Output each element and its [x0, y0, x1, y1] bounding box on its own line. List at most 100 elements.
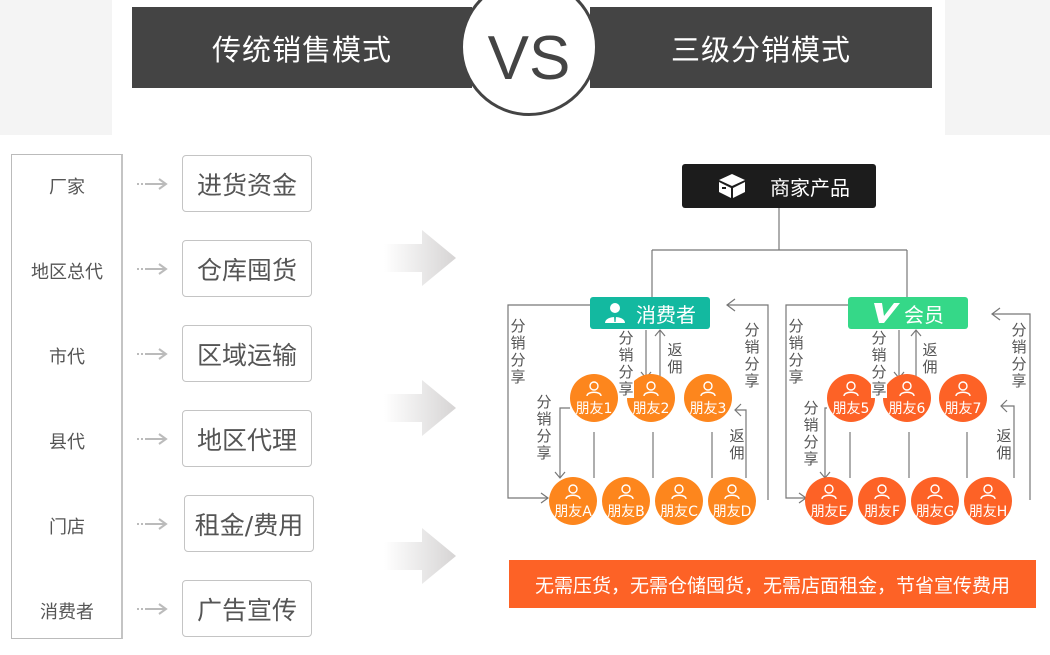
chain-level-label: 门店	[49, 517, 85, 538]
person-outline-icon	[565, 484, 581, 500]
friend-label: 朋友E	[810, 504, 848, 520]
person-outline-icon	[874, 484, 890, 500]
traditional-title-banner: 传统销售模式	[132, 7, 472, 88]
share-label: 分销分享	[618, 329, 634, 398]
cost-item-box: 仓库囤货	[182, 240, 312, 297]
rebate-label: 返佣	[667, 341, 683, 376]
friend-label: 朋友1	[575, 401, 613, 417]
dotted-arrow-icon	[137, 178, 168, 190]
cost-item-label: 地区代理	[196, 425, 297, 455]
traditional-title: 传统销售模式	[211, 32, 392, 67]
friend-label: 朋友F	[863, 504, 901, 520]
chain-level-label: 地区总代	[31, 262, 103, 283]
group-head-box: 会员	[848, 297, 968, 329]
friend-label: 朋友C	[660, 504, 698, 520]
dotted-arrow-icon	[137, 348, 168, 360]
person-outline-icon	[899, 381, 915, 397]
friend-node: 朋友H	[964, 477, 1012, 525]
cost-item-box: 租金/费用	[184, 495, 314, 552]
distribution-title-banner: 三级分销模式	[590, 7, 932, 88]
big-arrow-icon	[384, 528, 456, 584]
friend-node: 朋友7	[939, 374, 987, 422]
friend-node: 朋友C	[655, 477, 703, 525]
friend-node: 朋友F	[858, 477, 906, 525]
friend-node: 朋友1	[570, 374, 618, 422]
chain-level-label: 厂家	[49, 177, 85, 198]
rebate-label: 返佣	[922, 341, 938, 376]
share-label: 分销分享	[1011, 321, 1027, 390]
v-icon	[874, 303, 900, 323]
cost-item-box: 广告宣传	[182, 580, 312, 637]
friend-label: 朋友3	[689, 401, 727, 417]
group-head-box: 消费者	[590, 297, 710, 329]
share-label: 分销分享	[510, 317, 526, 386]
friend-label: 朋友G	[915, 504, 955, 520]
dotted-arrow-icon	[137, 263, 168, 275]
box-icon	[719, 174, 745, 198]
person-outline-icon	[586, 381, 602, 397]
cost-item-box: 进货资金	[182, 155, 312, 212]
friend-label: 朋友D	[712, 504, 752, 520]
traditional-chain-box	[11, 154, 123, 639]
cost-item-label: 进货资金	[196, 170, 297, 200]
friend-label: 朋友2	[632, 401, 670, 417]
share-label: 分销分享	[536, 393, 552, 462]
friend-label: 朋友B	[607, 504, 645, 520]
merchant-product-box: 商家产品	[682, 164, 876, 208]
person-outline-icon	[618, 484, 634, 500]
rebate-label: 返佣	[996, 427, 1012, 462]
friend-node: 朋友3	[684, 374, 732, 422]
chain-level-label: 市代	[49, 347, 85, 368]
friend-node: 朋友E	[805, 477, 853, 525]
person-outline-icon	[955, 381, 971, 397]
friend-label: 朋友5	[832, 401, 870, 417]
share-label: 分销分享	[744, 321, 760, 390]
dotted-arrow-icon	[137, 518, 168, 530]
merchant-product-label: 商家产品	[770, 175, 850, 200]
benefit-banner: 无需压货，无需仓储囤货，无需店面租金，节省宣传费用	[509, 560, 1036, 608]
friend-label: 朋友6	[888, 401, 926, 417]
friend-node: 朋友D	[708, 477, 756, 525]
big-arrow-icon	[384, 380, 456, 436]
person-outline-icon	[724, 484, 740, 500]
person-outline-icon	[700, 381, 716, 397]
person-outline-icon	[671, 484, 687, 500]
friend-label: 朋友7	[944, 401, 982, 417]
group-head-label: 消费者	[636, 302, 696, 327]
friend-node: 朋友G	[911, 477, 959, 525]
cost-item-label: 仓库囤货	[196, 255, 297, 285]
friend-label: 朋友A	[554, 504, 592, 520]
chain-level-label: 县代	[49, 432, 85, 453]
vs-label: VS	[487, 23, 571, 93]
group-head-label: 会员	[904, 302, 944, 327]
person-outline-icon	[821, 484, 837, 500]
dotted-arrow-icon	[137, 603, 168, 615]
friend-node: 朋友A	[549, 477, 597, 525]
header-bg-left	[0, 0, 112, 135]
header-bg-right	[945, 0, 1050, 135]
friend-node: 朋友2	[627, 374, 675, 422]
cost-item-label: 租金/费用	[194, 510, 304, 540]
share-label: 分销分享	[871, 329, 887, 398]
cost-item-label: 区域运输	[196, 340, 297, 370]
person-outline-icon	[843, 381, 859, 397]
cost-item-box: 区域运输	[182, 325, 312, 382]
friend-node: 朋友6	[883, 374, 931, 422]
person-outline-icon	[643, 381, 659, 397]
friend-label: 朋友H	[968, 504, 1008, 520]
chain-level-label: 消费者	[40, 602, 94, 623]
person-outline-icon	[927, 484, 943, 500]
friend-node: 朋友B	[602, 477, 650, 525]
vs-badge: VS	[460, 0, 598, 116]
rebate-label: 返佣	[729, 427, 745, 462]
benefit-slogan: 无需压货，无需仓储囤货，无需店面租金，节省宣传费用	[534, 574, 1010, 597]
distribution-title: 三级分销模式	[670, 32, 851, 67]
share-label: 分销分享	[788, 317, 804, 386]
cost-item-box: 地区代理	[182, 410, 312, 467]
big-arrow-icon	[384, 230, 456, 286]
person-icon	[605, 303, 625, 323]
dotted-arrow-icon	[137, 433, 168, 445]
cost-item-label: 广告宣传	[196, 595, 297, 625]
share-label: 分销分享	[803, 399, 819, 468]
